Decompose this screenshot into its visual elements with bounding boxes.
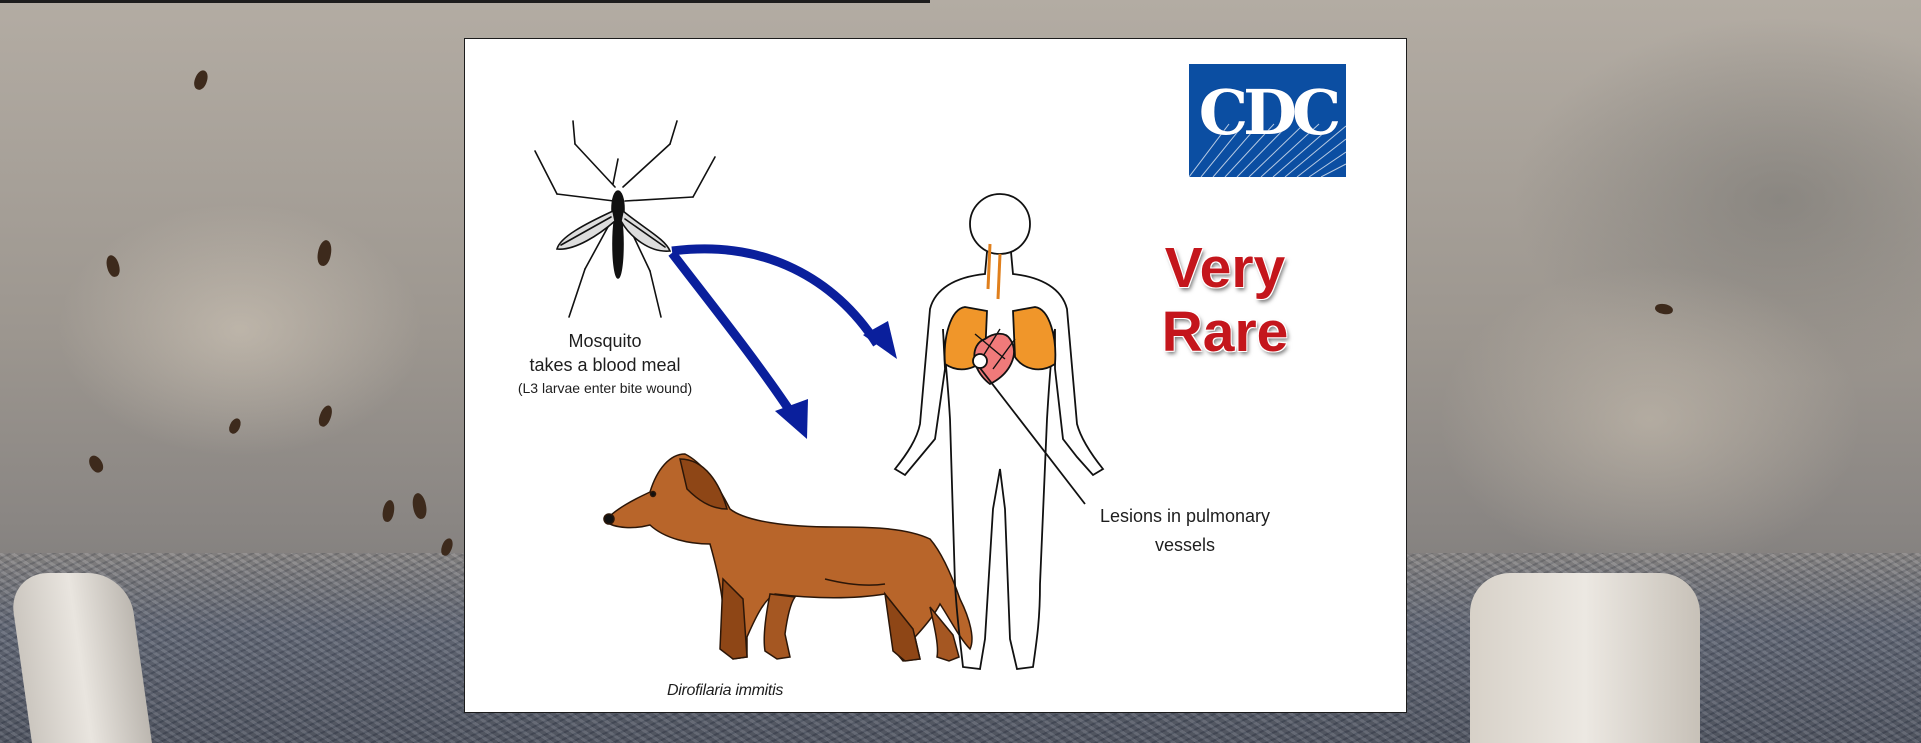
cdc-lifecycle-slide: CDC Very Rare Mosquito takes a blood mea… xyxy=(464,38,1407,713)
top-border-strip xyxy=(0,0,930,3)
dog-illustration xyxy=(604,454,972,661)
mosquito-label-note: (L3 larvae enter bite wound) xyxy=(475,379,735,397)
cdc-logo-text: CDC xyxy=(1189,82,1346,144)
rarity-line-2: Rare xyxy=(1125,300,1325,364)
mosquito-label-subtitle: takes a blood meal xyxy=(485,353,725,377)
rarity-callout: Very Rare xyxy=(1125,236,1325,364)
background-dog-leg-right xyxy=(1470,573,1700,743)
mosquito-label-title: Mosquito xyxy=(485,329,725,353)
human-label-line-2: vessels xyxy=(1065,533,1305,557)
rarity-line-1: Very xyxy=(1125,236,1325,300)
human-label-line-1: Lesions in pulmonary xyxy=(1065,504,1305,528)
cdc-logo: CDC xyxy=(1189,64,1346,177)
dog-species-label: Dirofilaria immitis xyxy=(615,682,835,700)
mosquito-illustration xyxy=(535,121,715,317)
